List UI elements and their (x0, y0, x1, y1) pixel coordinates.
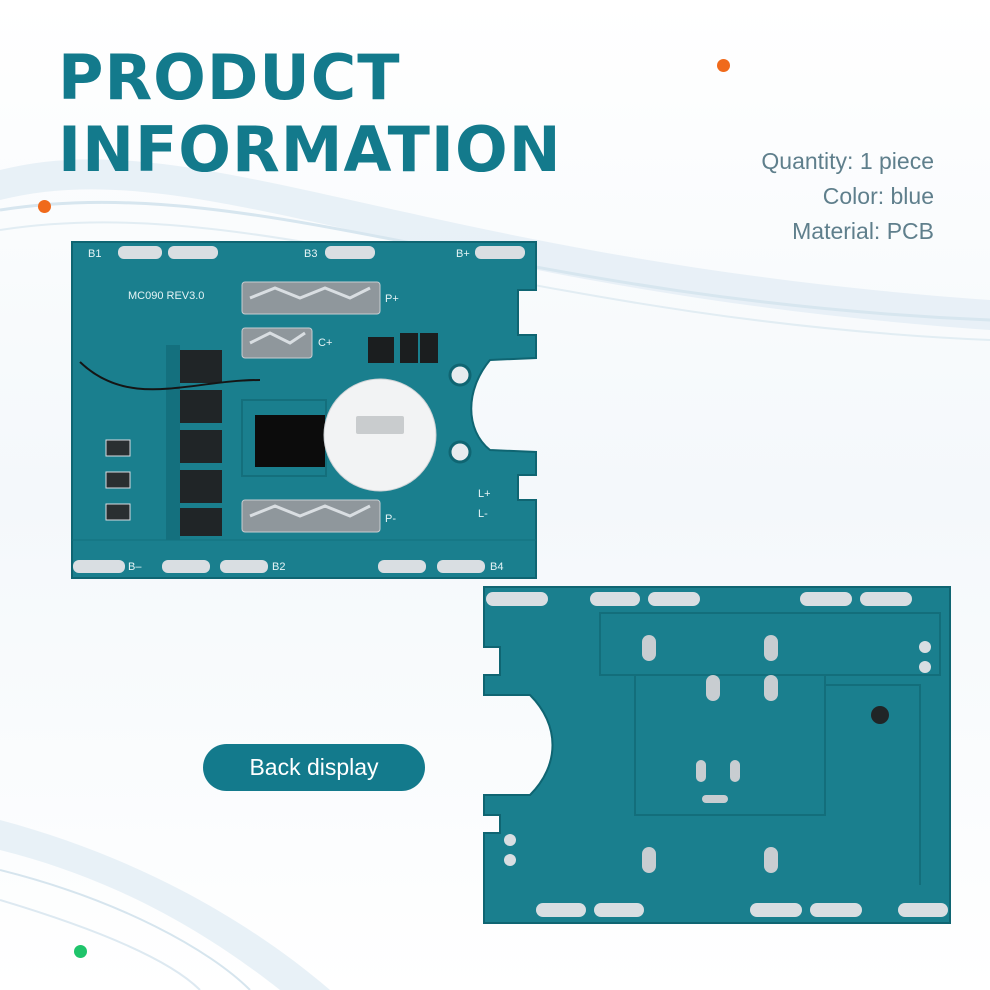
pad-label-b3: B3 (304, 248, 317, 260)
terminal-label-lplus: L+ (478, 488, 491, 500)
orange-dot-left (38, 200, 51, 213)
pcb-front-image: B1 B3 B+ B– B2 B4 MC090 REV3.0 P+ C+ P- … (71, 241, 537, 579)
pcb-back-image (483, 586, 951, 924)
product-specs: Quantity: 1 piece Color: blue Material: … (761, 144, 934, 249)
pad-label-b2: B2 (272, 561, 285, 573)
terminal-label-pminus: P- (385, 513, 396, 525)
green-dot-bottom-left (74, 945, 87, 958)
pad-label-b4: B4 (490, 561, 503, 573)
board-id-label: MC090 REV3.0 (128, 290, 204, 302)
terminal-label-lminus: L- (478, 508, 488, 520)
orange-dot-top-right (717, 59, 730, 72)
pad-label-bplus: B+ (456, 248, 470, 260)
spec-quantity: Quantity: 1 piece (761, 148, 934, 174)
title-line-1: PRODUCT (58, 41, 401, 114)
terminal-label-pplus: P+ (385, 293, 399, 305)
spec-color: Color: blue (822, 183, 934, 209)
title-line-2: INFORMATION (58, 113, 562, 186)
spec-material: Material: PCB (792, 218, 934, 244)
back-display-badge: Back display (203, 744, 425, 791)
terminal-label-cplus: C+ (318, 337, 332, 349)
page-title: PRODUCT INFORMATION (58, 42, 562, 186)
pad-label-bminus: B– (128, 561, 142, 573)
pad-label-b1: B1 (88, 248, 101, 260)
